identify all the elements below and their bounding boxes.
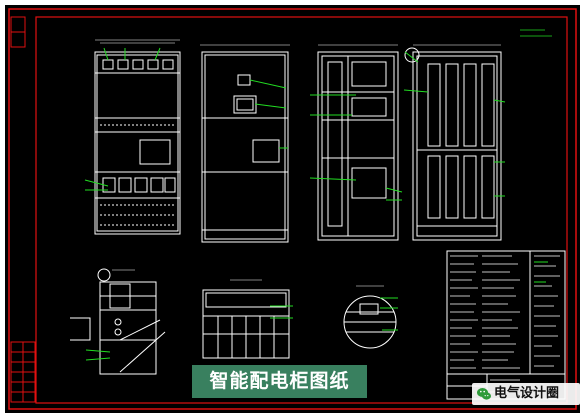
rear-view — [404, 44, 502, 241]
revision-table — [10, 341, 36, 403]
parts-list-rows — [450, 255, 560, 393]
front-view-1 — [94, 39, 181, 235]
drawing-caption: 智能配电柜图纸 — [209, 370, 350, 392]
wechat-icon — [477, 388, 491, 400]
detail-c — [343, 285, 397, 349]
inner-frame — [35, 16, 568, 404]
watermark-box — [472, 383, 580, 405]
front-view-2 — [200, 44, 290, 243]
caption-background — [192, 365, 367, 398]
detail-a — [70, 268, 166, 375]
side-view — [317, 44, 399, 241]
outer-frame — [8, 8, 577, 410]
notes-block — [520, 29, 552, 37]
detail-b — [202, 279, 290, 359]
watermark-text: 电气设计圈 — [494, 386, 560, 401]
